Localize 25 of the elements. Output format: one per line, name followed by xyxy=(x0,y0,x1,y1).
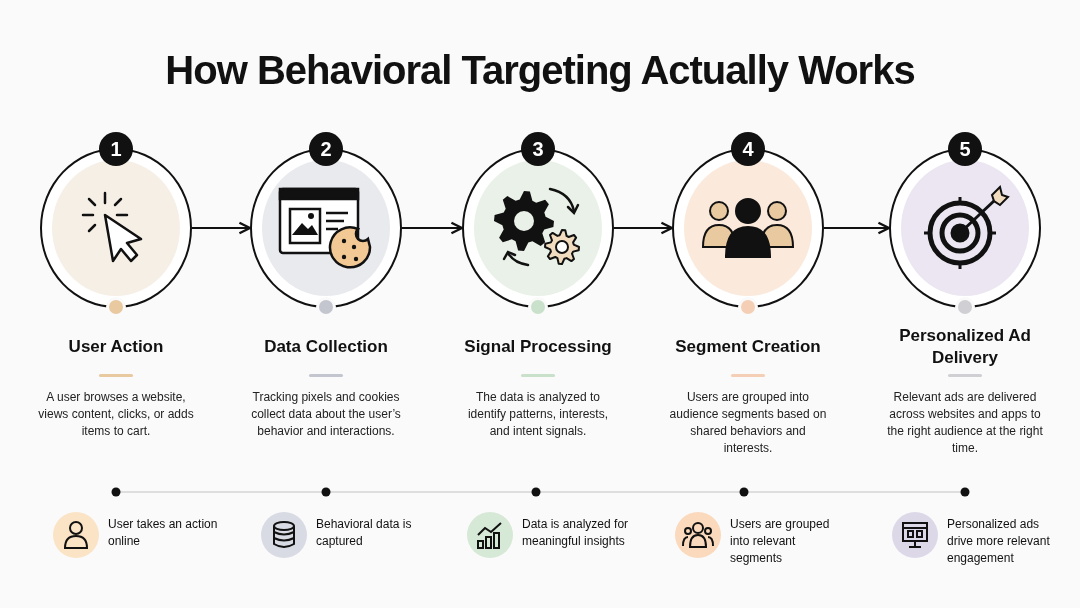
step-number-badge: 3 xyxy=(521,132,555,166)
step-description: Tracking pixels and cookies collect data about the user’s behavior and interactions. xyxy=(250,389,402,440)
summary-text: Users are grouped into relevant segments xyxy=(730,516,831,567)
title: How Behavioral Targeting Actually Works xyxy=(164,47,916,94)
step-number-badge: 5 xyxy=(948,132,982,166)
arrow xyxy=(824,221,891,235)
arrow xyxy=(402,221,464,235)
summary-text: Personalized ads drive more relevant engagement xyxy=(947,516,1051,567)
step-title: Data Collection xyxy=(263,336,389,358)
arrow xyxy=(614,221,674,235)
summary-text: Data is analyzed for meaningful insights xyxy=(522,516,630,550)
step-number-badge: 2 xyxy=(309,132,343,166)
step-title: Personalized Ad Delivery xyxy=(898,325,1032,369)
step-description: Users are grouped into audience segments based on shared behaviors and interests. xyxy=(668,389,828,457)
step-title: Segment Creation xyxy=(674,336,822,358)
step-description: The data is analyzed to identify patterns, interests, and intent signals. xyxy=(466,389,610,440)
step-description: Relevant ads are delivered across websites and apps to the right audience at the right time. xyxy=(886,389,1044,457)
arrow xyxy=(192,221,252,235)
step-description: A user browses a website, views content, clicks, or adds items to cart. xyxy=(37,389,195,440)
summary-text: Behavioral data is captured xyxy=(316,516,413,550)
step-number-badge: 1 xyxy=(99,132,133,166)
summary-text: User takes an action online xyxy=(108,516,219,550)
step-title: Signal Processing xyxy=(463,336,613,358)
step-number-badge: 4 xyxy=(731,132,765,166)
step-title: User Action xyxy=(67,336,165,358)
